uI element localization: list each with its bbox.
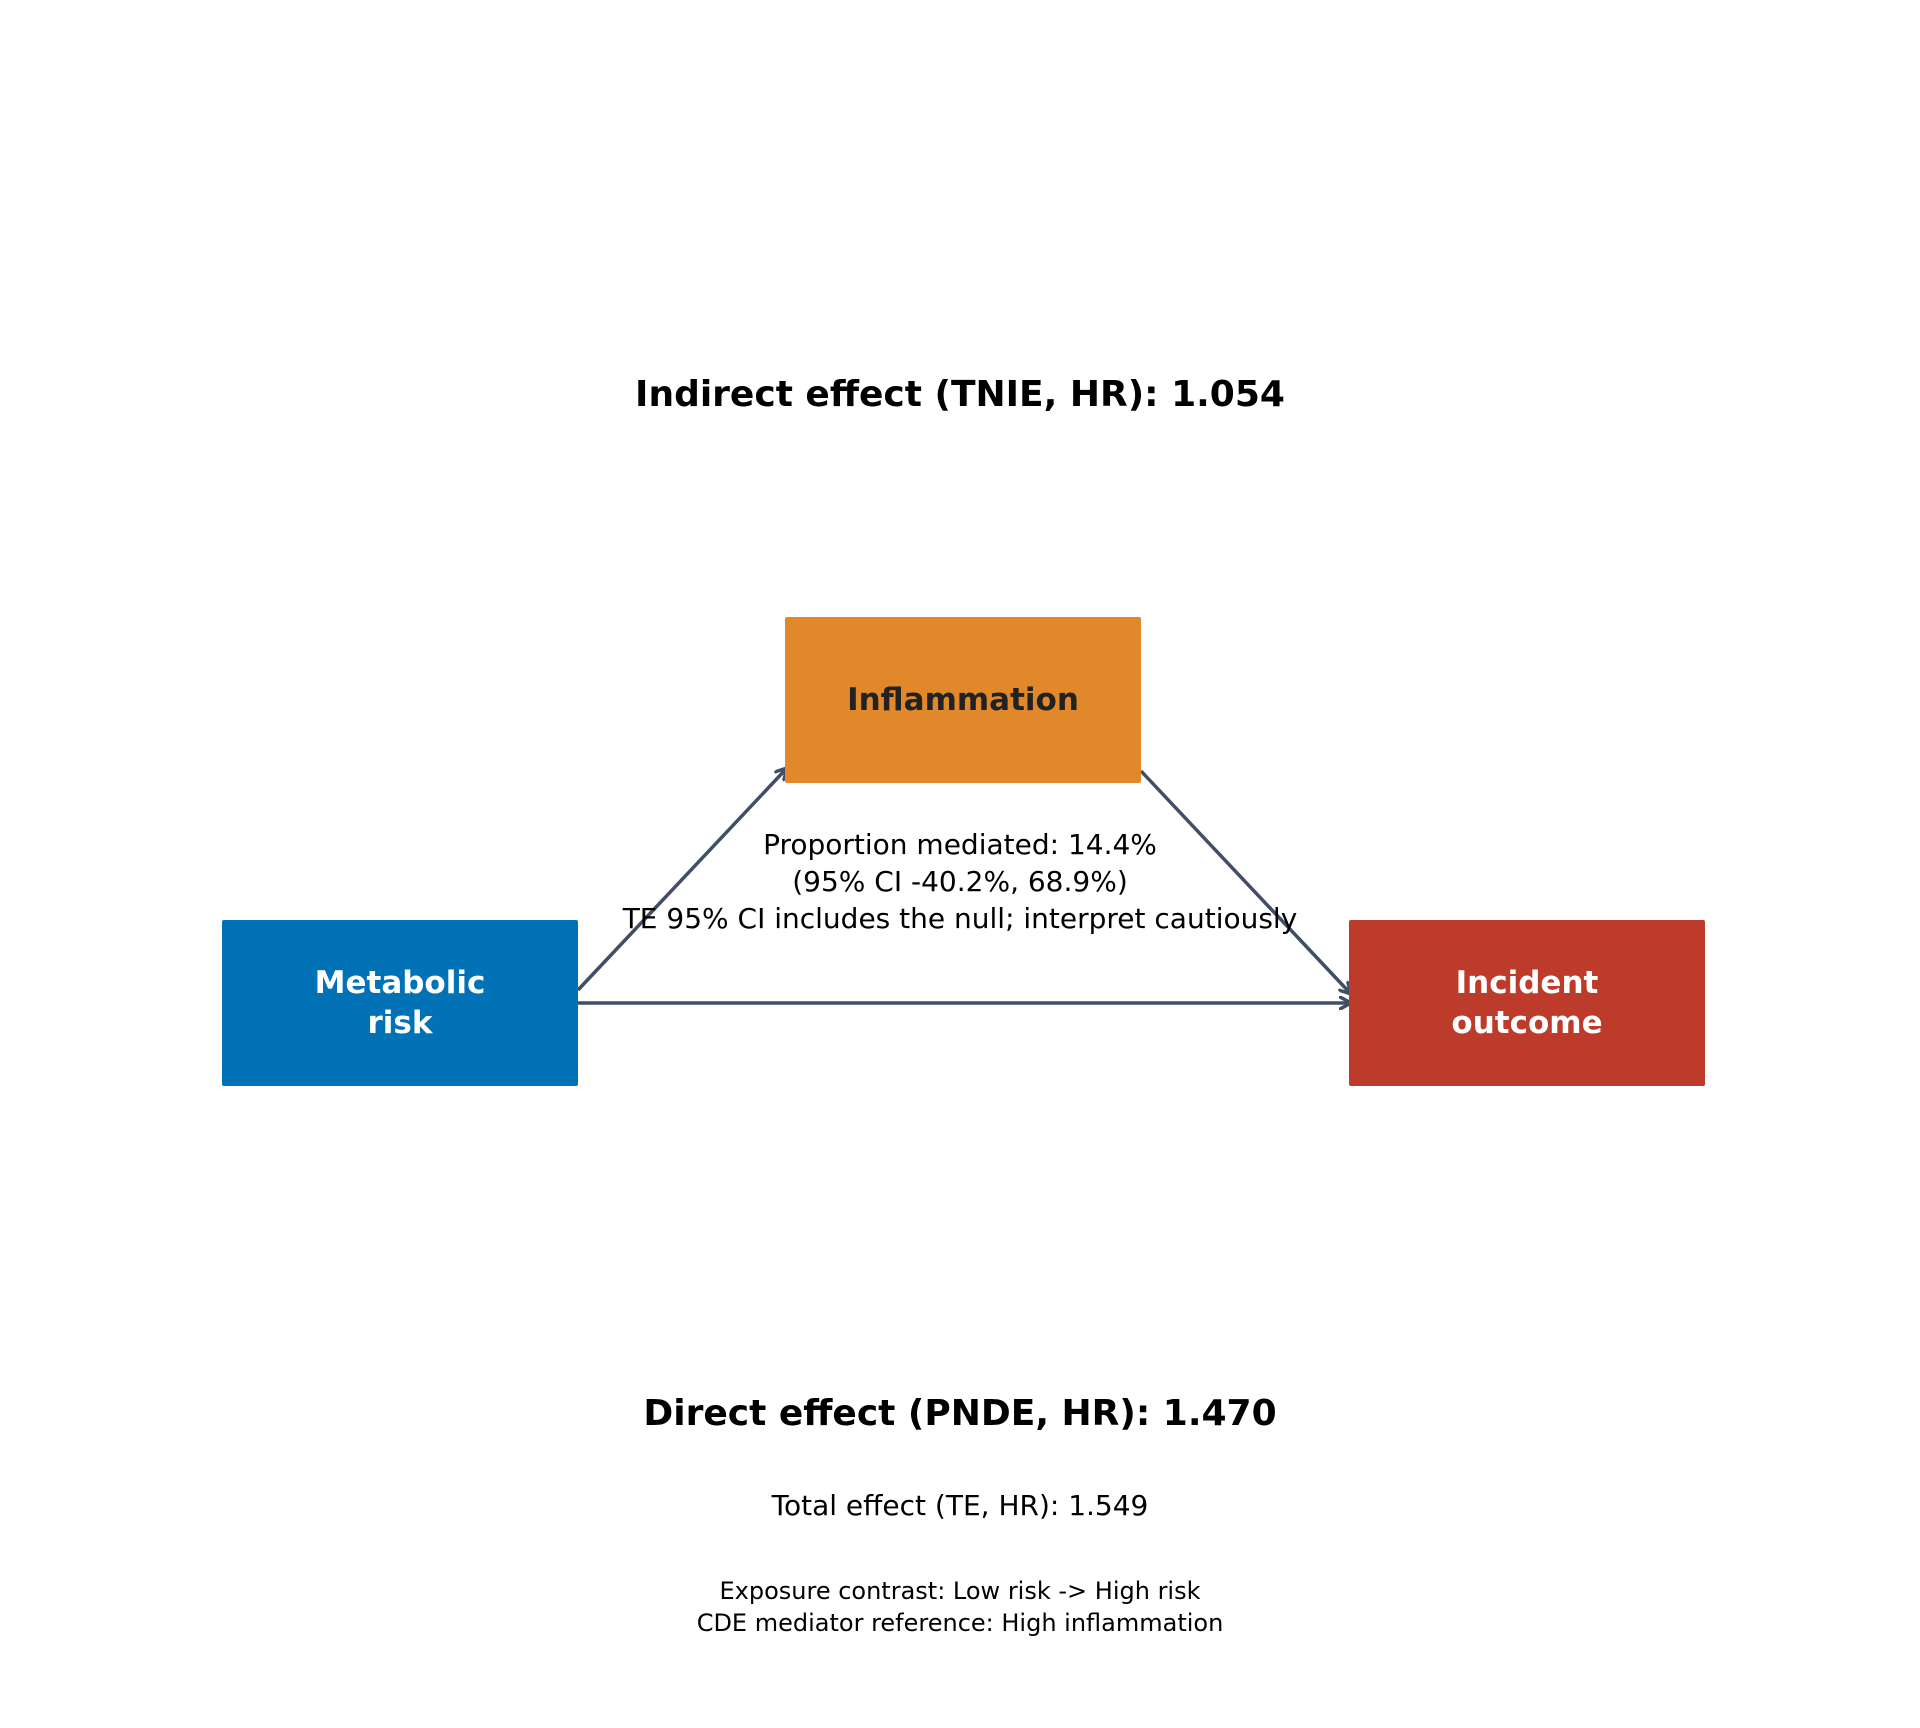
proportion-mediated-caution: TE 95% CI includes the null; interpret c… (622, 902, 1298, 935)
arrow-mediator-to-outcome (1139, 769, 1351, 994)
mediator-node: Inflammation (785, 617, 1141, 783)
indirect-effect-label: Indirect effect (TNIE, HR): 1.054 (635, 374, 1285, 415)
arrow-exposure-to-mediator (576, 768, 787, 992)
proportion-mediated-ci: (95% CI -40.2%, 68.9%) (792, 865, 1128, 898)
exposure-contrast-note: Exposure contrast: Low risk -> High risk (719, 1577, 1201, 1605)
exposure-node-label: Metabolic risk (314, 965, 486, 1041)
cde-reference-note: CDE mediator reference: High inflammatio… (696, 1609, 1224, 1637)
exposure-node: Metabolic risk (222, 920, 578, 1086)
proportion-mediated-annotation: Proportion mediated: 14.4% (95% CI -40.2… (0, 826, 1920, 937)
outcome-node: Incident outcome (1349, 920, 1705, 1086)
outcome-node-label: Incident outcome (1451, 965, 1603, 1041)
proportion-mediated-value: Proportion mediated: 14.4% (763, 828, 1157, 861)
footnote: Exposure contrast: Low risk -> High risk… (0, 1575, 1920, 1639)
direct-effect-label: Direct effect (PNDE, HR): 1.470 (643, 1393, 1277, 1434)
total-effect-label: Total effect (TE, HR): 1.549 (771, 1489, 1149, 1522)
mediator-node-label: Inflammation (847, 682, 1079, 718)
